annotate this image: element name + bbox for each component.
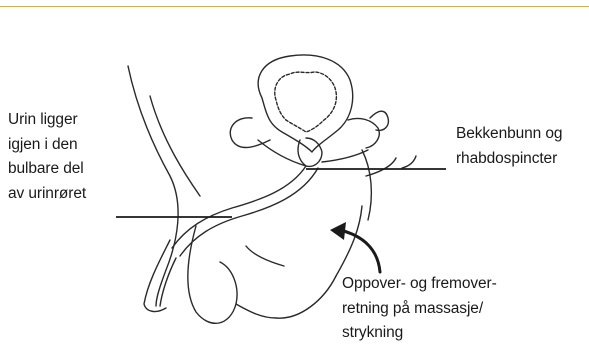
urethra xyxy=(172,166,306,248)
pelvic-floor-line-2 xyxy=(322,150,368,162)
label-direction-line: Oppover- og fremover- xyxy=(342,272,497,297)
label-massage-direction: Oppover- og fremover- retning på massasj… xyxy=(342,272,497,346)
label-urine-line: igjen i den xyxy=(8,133,86,158)
bladder-outline xyxy=(258,55,352,152)
label-urine-line: Urin ligger xyxy=(8,108,86,133)
perineum-line xyxy=(336,206,362,276)
rectum-line xyxy=(362,150,371,220)
scrotum-outline xyxy=(188,226,237,323)
label-urine-line: av urinrøret xyxy=(8,182,86,207)
label-pelvic-line: Bekkenbunn og xyxy=(456,122,562,147)
bladder-lining xyxy=(275,72,337,132)
massage-direction-arrow xyxy=(340,230,380,272)
label-pelvic-floor: Bekkenbunn og rhabdospincter xyxy=(456,122,562,171)
label-pelvic-line: rhabdospincter xyxy=(456,147,562,172)
seminal-vesicle xyxy=(348,118,379,148)
label-direction-line: strykning xyxy=(342,321,497,346)
label-direction-line: retning på massasje/ xyxy=(342,297,497,322)
label-urine: Urin ligger igjen i den bulbare del av u… xyxy=(8,108,86,206)
prostate-outline xyxy=(298,138,322,166)
label-urine-line: bulbare del xyxy=(8,157,86,182)
vas-deferens xyxy=(230,118,270,148)
